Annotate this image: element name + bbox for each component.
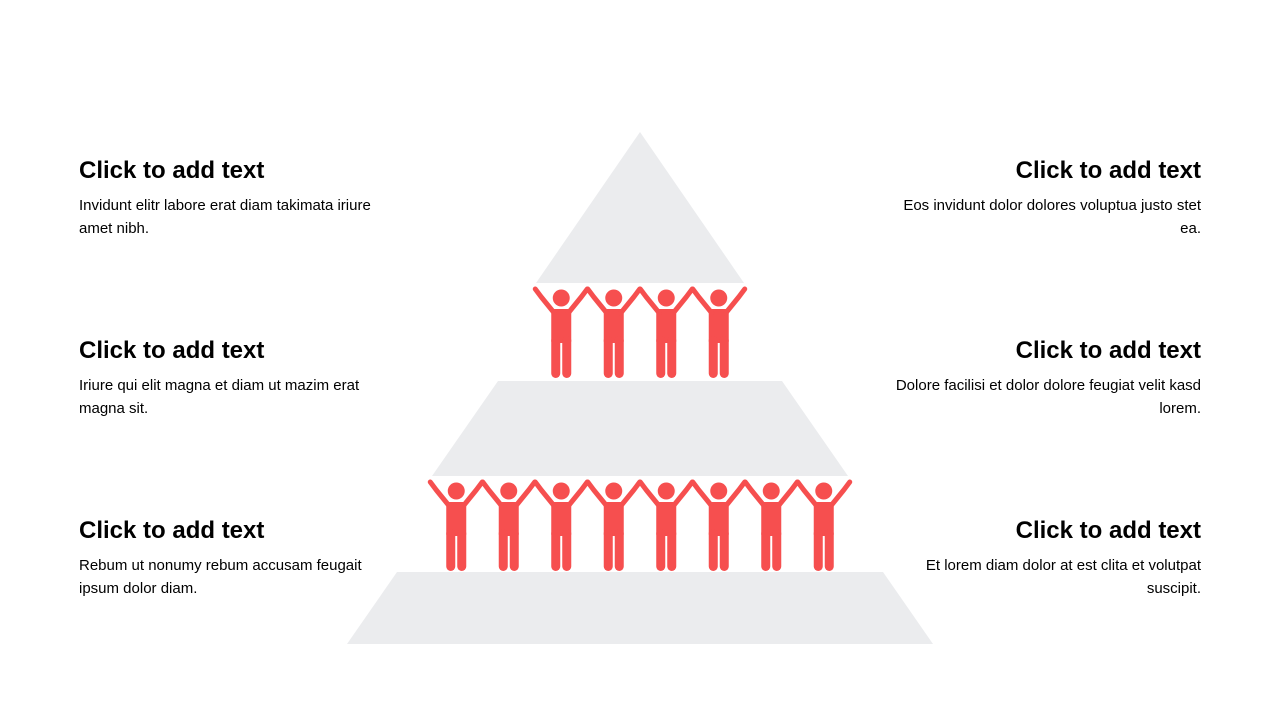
- person-icon: [585, 479, 643, 571]
- body-text[interactable]: Dolore facilisi et dolor dolore feugiat …: [895, 377, 1201, 417]
- heading[interactable]: Click to add text: [79, 517, 265, 544]
- heading[interactable]: Click to add text: [1015, 157, 1201, 184]
- text-block-right-3[interactable]: Click to add text Et lorem diam dolor at …: [881, 516, 1201, 600]
- heading[interactable]: Click to add text: [79, 337, 265, 364]
- body-text[interactable]: Iriure qui elit magna et diam ut mazim e…: [79, 377, 360, 417]
- people-group: [427, 286, 853, 571]
- person-icon: [690, 286, 748, 378]
- person-icon: [532, 286, 590, 378]
- person-icon: [480, 479, 538, 571]
- person-icon: [690, 479, 748, 571]
- body-text[interactable]: Rebum ut nonumy rebum accusam feugait ip…: [79, 557, 362, 597]
- person-icon: [742, 479, 800, 571]
- person-icon: [585, 286, 643, 378]
- body-text[interactable]: Eos invidunt dolor dolores voluptua just…: [903, 197, 1201, 237]
- person-icon: [795, 479, 853, 571]
- pyramid-top-tier: [536, 132, 744, 283]
- person-icon: [637, 479, 695, 571]
- person-icon: [427, 479, 485, 571]
- pyramid-bottom-tier: [347, 572, 933, 644]
- heading[interactable]: Click to add text: [79, 157, 265, 184]
- heading[interactable]: Click to add text: [1015, 337, 1201, 364]
- person-icon: [637, 286, 695, 378]
- body-text[interactable]: Invidunt elitr labore erat diam takimata…: [79, 197, 371, 237]
- person-icon: [532, 479, 590, 571]
- pyramid-middle-tier: [432, 381, 848, 476]
- body-text[interactable]: Et lorem diam dolor at est clita et volu…: [925, 557, 1201, 597]
- heading[interactable]: Click to add text: [1015, 517, 1201, 544]
